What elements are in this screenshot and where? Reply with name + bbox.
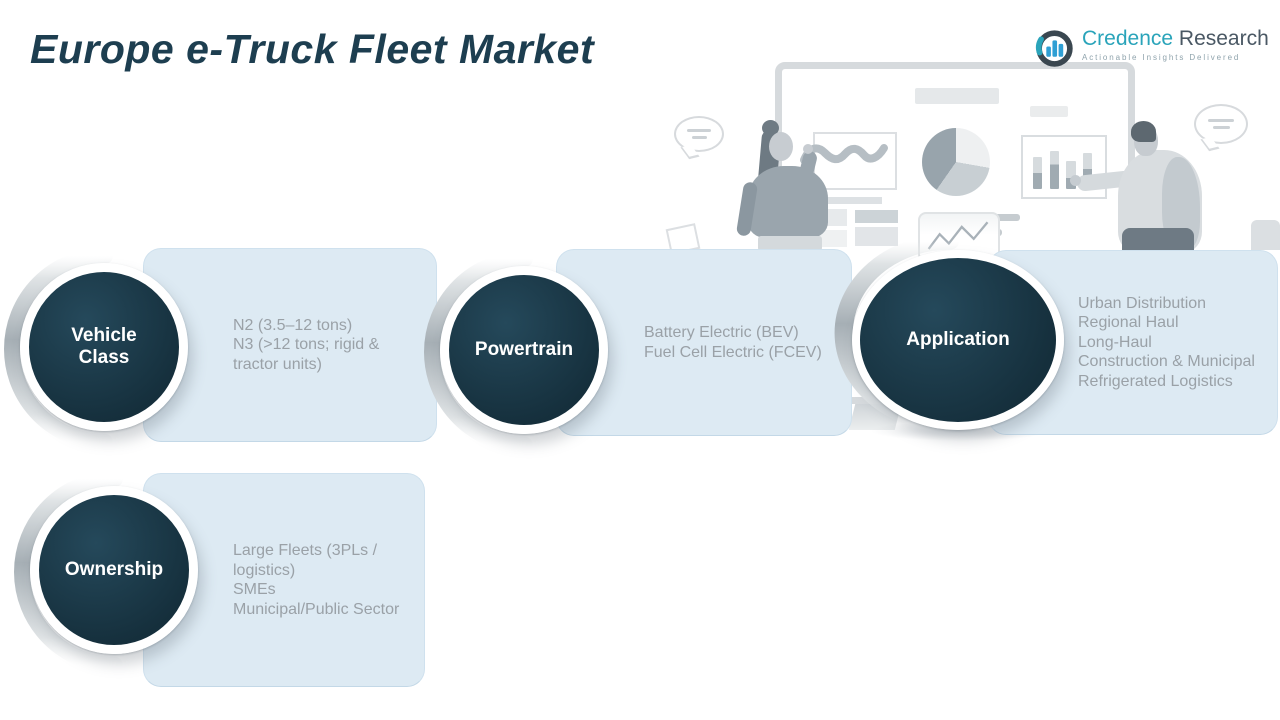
speech-bubble-right (1194, 104, 1248, 144)
segment-item: Construction & Municipal (1078, 353, 1255, 371)
segment-card-text: Large Fleets (3PLs / logistics) SMEs Mun… (233, 541, 405, 619)
segment-item: N3 (>12 tons; rigid & tractor units) (233, 336, 380, 373)
woman-hair-bun (762, 120, 779, 136)
man-hair (1131, 121, 1156, 142)
page-title: Europe e-Truck Fleet Market (30, 26, 595, 72)
segment-item: Refrigerated Logistics (1078, 372, 1233, 390)
man-hand (1070, 175, 1081, 186)
segment-item: Long-Haul (1078, 333, 1152, 351)
segment-item: Urban Distribution (1078, 294, 1207, 312)
speech-line (1208, 119, 1234, 122)
speech-line (1212, 126, 1230, 129)
segment-label: Ownership (64, 559, 164, 580)
segment-item: Battery Electric (BEV) (644, 324, 799, 341)
segment-label: Application (906, 329, 1010, 350)
woman-body (748, 166, 828, 238)
segment-item: SMEs (233, 581, 276, 598)
content-block (855, 210, 898, 223)
segment-circle-application: Application (852, 250, 1064, 430)
logo-brand-name: Credence Research (1082, 27, 1269, 51)
speech-bubble-left (674, 116, 724, 152)
woman-hand (803, 144, 813, 154)
segment-item: N2 (3.5–12 tons) (233, 316, 353, 334)
logo-tagline: Actionable Insights Delivered (1082, 53, 1241, 62)
side-panel (1251, 220, 1280, 250)
segment-label: Powertrain (474, 339, 574, 360)
segment-card-vehicle-class: N2 (3.5–12 tons) N3 (>12 tons; rigid & t… (143, 248, 437, 442)
segment-card-text: Battery Electric (BEV) Fuel Cell Electri… (644, 323, 851, 362)
whiteboard-subtitle-bar (1030, 106, 1068, 117)
bar (1066, 161, 1076, 189)
man-presenter (1060, 95, 1280, 252)
segment-circle-vehicle-class: Vehicle Class (20, 263, 188, 431)
bar (1033, 157, 1042, 189)
logo-brand-secondary: Research (1178, 27, 1269, 50)
squiggle-line-icon (800, 144, 888, 164)
speech-line (691, 136, 707, 139)
woman-skirt (758, 236, 822, 251)
logo-chart-icon (1035, 30, 1073, 67)
logo: Credence Research Actionable Insights De… (1034, 27, 1269, 68)
segment-item: Municipal/Public Sector (233, 600, 400, 618)
woman-head (769, 132, 793, 161)
logo-text: Credence Research Actionable Insights De… (1082, 27, 1269, 62)
man-pants (1122, 228, 1194, 252)
woman-presenter (720, 110, 850, 251)
logo-brand-primary: Credence (1082, 27, 1174, 50)
whiteboard-title-bar (915, 88, 999, 104)
content-bar (826, 197, 882, 204)
segment-item: Fuel Cell Electric (FCEV) (644, 343, 822, 361)
bar (1050, 151, 1059, 189)
segment-label: Vehicle Class (71, 325, 137, 368)
speech-line (687, 129, 711, 132)
segment-circle-ownership: Ownership (30, 486, 198, 654)
segment-circle-powertrain: Powertrain (440, 266, 608, 434)
segment-card-text: Urban Distribution Regional Haul Long-Ha… (1078, 294, 1277, 392)
bar (1083, 153, 1092, 189)
content-block (855, 227, 898, 246)
segment-item: Regional Haul (1078, 314, 1179, 332)
bar-chart-frame (1021, 135, 1107, 199)
segment-card-text: N2 (3.5–12 tons) N3 (>12 tons; rigid & t… (233, 316, 411, 375)
pie-chart-icon (922, 128, 990, 196)
segment-item: Large Fleets (3PLs / logistics) (233, 542, 378, 579)
